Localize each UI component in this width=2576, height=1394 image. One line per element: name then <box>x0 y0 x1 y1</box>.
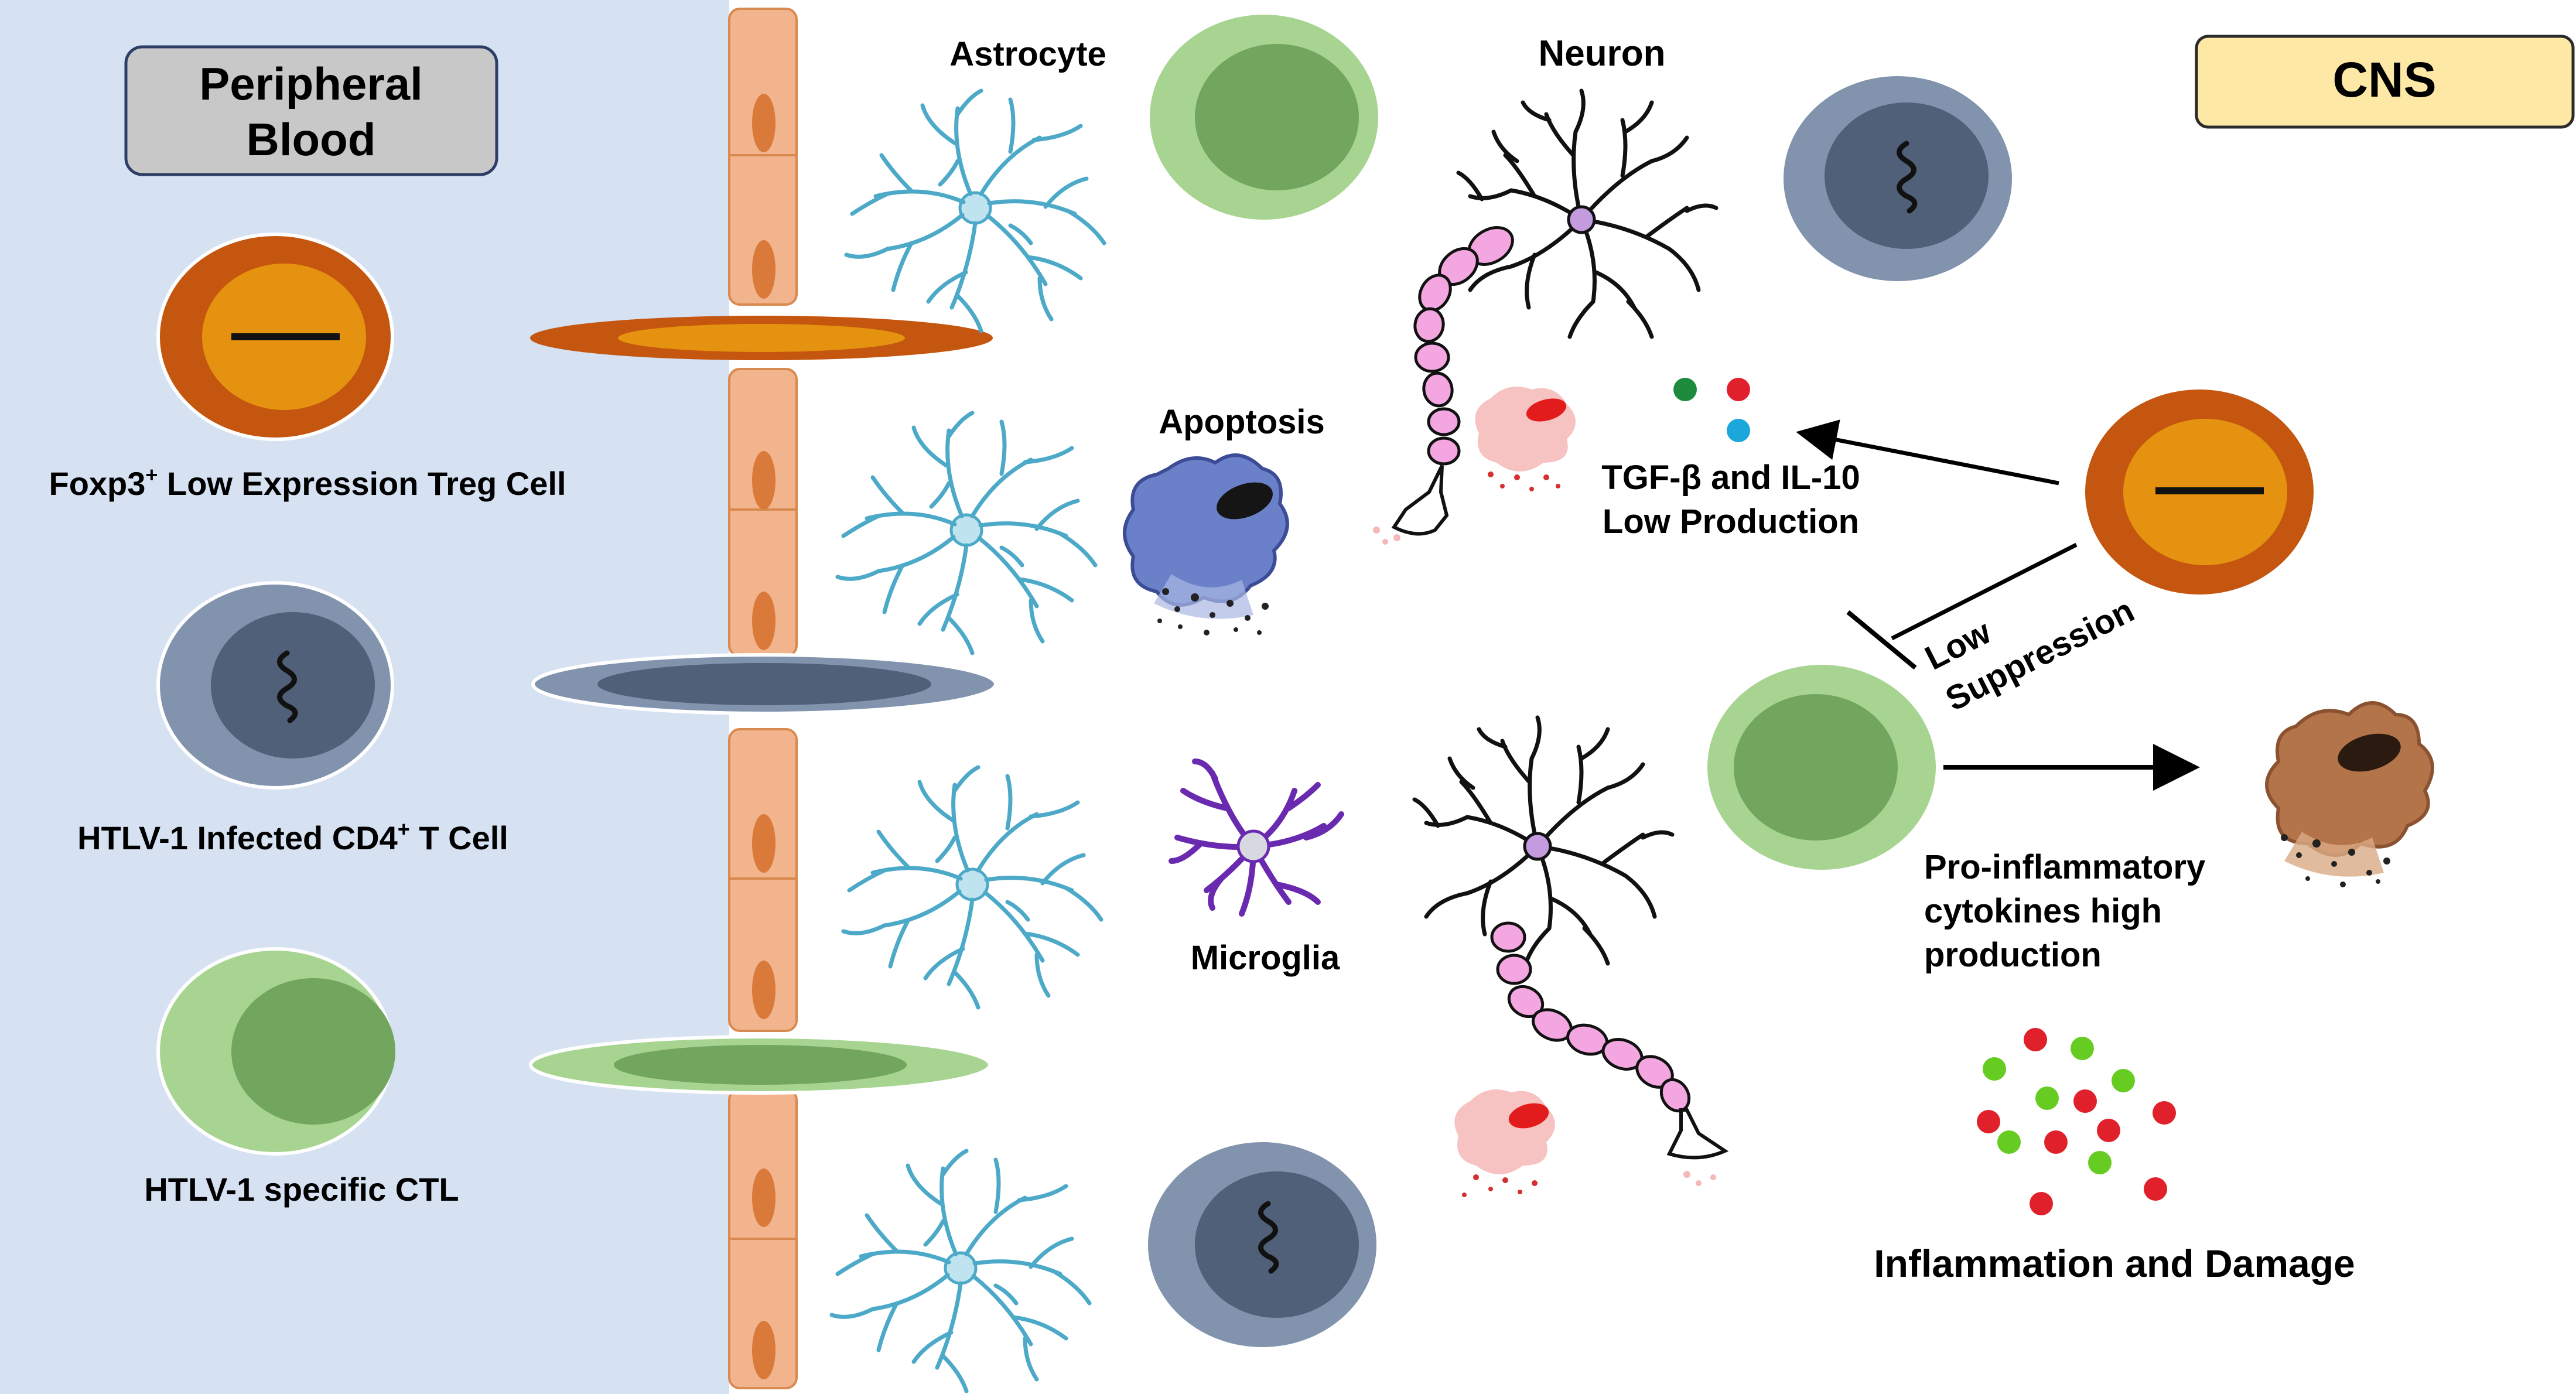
cns-cd4-cell-top-right <box>1784 76 2012 281</box>
ctl-cell-label: HTLV-1 specific CTL <box>144 1171 459 1208</box>
cns-label-box: CNS <box>2195 35 2575 129</box>
cns-label: CNS <box>2332 52 2436 107</box>
neuron-bottom <box>1415 718 1729 1186</box>
apoptosis-label: Apoptosis <box>1159 403 1325 441</box>
astrocyte-4 <box>832 1151 1089 1391</box>
cns-treg-cell <box>2085 390 2314 594</box>
cns-cd4-cell-bottom <box>1148 1142 1376 1347</box>
neuron-label: Neuron <box>1539 33 1666 74</box>
cd4-t-cell <box>156 581 394 790</box>
neuron-top <box>1373 91 1716 545</box>
treg-cell <box>156 233 394 441</box>
endothelial-barrier <box>728 8 798 1389</box>
astrocyte-label: Astrocyte <box>949 35 1106 73</box>
apoptotic-cell <box>1123 453 1289 636</box>
cns-ctl-cell <box>1707 665 1936 870</box>
treg-to-cytokine-arrow <box>1796 419 2059 486</box>
peripheral-blood-line2: Blood <box>247 114 376 165</box>
virus-genome-icon <box>277 650 298 723</box>
proinflammatory-line2: cytokines high <box>1924 892 2162 930</box>
dying-neuron-debris-top <box>1475 387 1576 491</box>
astrocyte-1 <box>846 91 1104 331</box>
cytokine-dots-low <box>1673 378 1750 442</box>
cd4-t-cell-label: HTLV-1 Infected CD4+ T Cell <box>77 817 508 856</box>
migrating-ctl-cell <box>529 1035 992 1095</box>
migrating-treg-cell <box>530 316 993 360</box>
dying-neuron-debris-bottom <box>1454 1089 1555 1197</box>
migrating-cd4-cell <box>531 653 997 715</box>
peripheral-blood-label-box: Peripheral Blood <box>124 45 498 176</box>
astrocyte-2 <box>838 413 1095 653</box>
tgf-label-line2: Low Production <box>1603 503 1859 541</box>
astrocyte-3 <box>843 767 1101 1007</box>
peripheral-blood-line1: Peripheral <box>199 58 423 110</box>
damaged-cell <box>2265 701 2434 887</box>
microglia-cell <box>1169 758 1344 917</box>
proinflammatory-line1: Pro-inflammatory <box>1924 848 2205 886</box>
treg-cell-label: Foxp3+ Low Expression Treg Cell <box>49 463 566 502</box>
cns-ctl-cell-top <box>1150 15 1378 220</box>
inflammation-dots <box>1977 1028 2176 1215</box>
microglia-label: Microglia <box>1191 939 1340 977</box>
tgf-label-line1: TGF-β and IL-10 <box>1601 459 1860 497</box>
proinflammatory-line3: production <box>1924 936 2102 974</box>
low-suppression-inhibition <box>1846 542 2078 670</box>
inflammation-damage-label: Inflammation and Damage <box>1874 1242 2355 1285</box>
ctl-cell <box>156 947 395 1156</box>
